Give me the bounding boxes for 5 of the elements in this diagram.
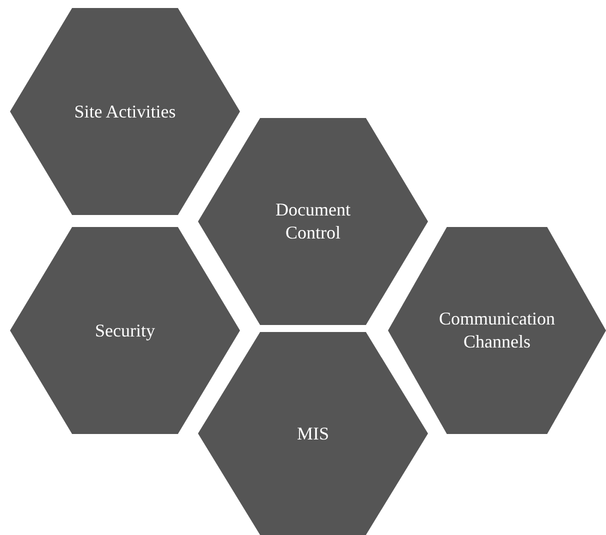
hexagon-label: Communication Channels (438, 307, 556, 354)
hexagon-label: MIS (296, 422, 330, 445)
hexagon-label: Site Activities (73, 100, 177, 123)
hexagon-label: Security (94, 318, 156, 342)
hexagon-label: Document Control (274, 198, 352, 244)
